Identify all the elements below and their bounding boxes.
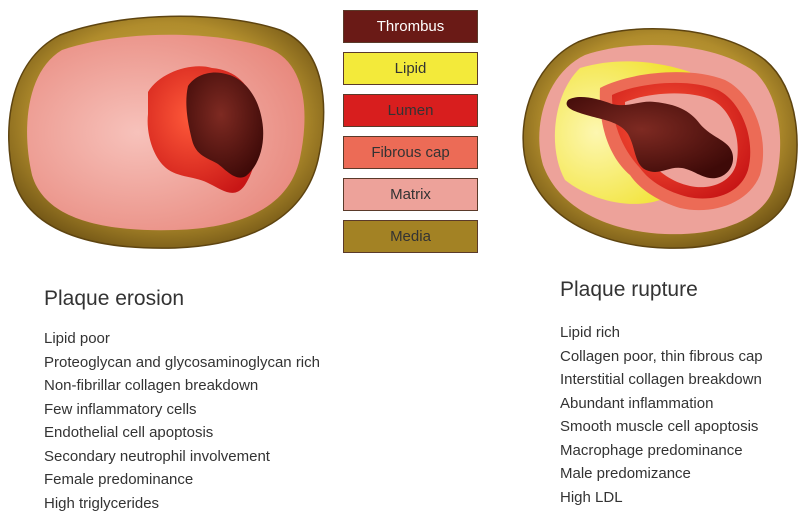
legend-label: Lipid bbox=[395, 60, 427, 77]
list-item: Few inflammatory cells bbox=[44, 398, 320, 422]
list-item: Collagen poor, thin fibrous cap bbox=[560, 345, 763, 369]
list-item: Non-fibrillar collagen breakdown bbox=[44, 374, 320, 398]
list-item: High LDL bbox=[560, 486, 763, 510]
rupture-vessel bbox=[523, 29, 797, 248]
list-item: Male predomizance bbox=[560, 462, 763, 486]
legend-label: Media bbox=[390, 228, 431, 245]
list-item: High triglycerides bbox=[44, 492, 320, 516]
legend-thrombus: Thrombus bbox=[343, 10, 478, 43]
erosion-vessel bbox=[9, 16, 324, 248]
list-item: Abundant inflammation bbox=[560, 392, 763, 416]
list-item: Smooth muscle cell apoptosis bbox=[560, 415, 763, 439]
list-item: Secondary neutrophil involvement bbox=[44, 445, 320, 469]
legend: Thrombus Lipid Lumen Fibrous cap Matrix … bbox=[343, 10, 478, 262]
legend-lumen: Lumen bbox=[343, 94, 478, 127]
legend-label: Thrombus bbox=[377, 18, 445, 35]
legend-media: Media bbox=[343, 220, 478, 253]
legend-fibrous-cap: Fibrous cap bbox=[343, 136, 478, 169]
list-item: Interstitial collagen breakdown bbox=[560, 368, 763, 392]
list-item: Macrophage predominance bbox=[560, 439, 763, 463]
legend-label: Lumen bbox=[388, 102, 434, 119]
rupture-title: Plaque rupture bbox=[560, 278, 698, 302]
list-item: Female predominance bbox=[44, 468, 320, 492]
legend-label: Matrix bbox=[390, 186, 431, 203]
rupture-list: Lipid rich Collagen poor, thin fibrous c… bbox=[560, 321, 763, 509]
list-item: Proteoglycan and glycosaminoglycan rich bbox=[44, 351, 320, 375]
list-item: Lipid rich bbox=[560, 321, 763, 345]
legend-label: Fibrous cap bbox=[371, 144, 449, 161]
legend-lipid: Lipid bbox=[343, 52, 478, 85]
erosion-title: Plaque erosion bbox=[44, 287, 184, 311]
legend-matrix: Matrix bbox=[343, 178, 478, 211]
erosion-list: Lipid poor Proteoglycan and glycosaminog… bbox=[44, 327, 320, 515]
list-item: Endothelial cell apoptosis bbox=[44, 421, 320, 445]
list-item: Lipid poor bbox=[44, 327, 320, 351]
